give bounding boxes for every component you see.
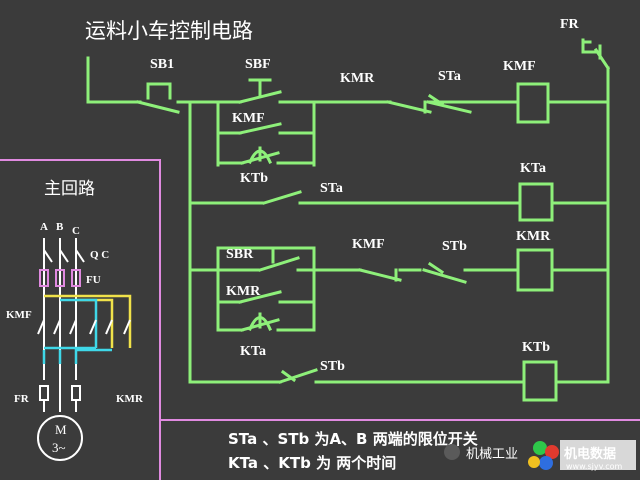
- ktb-timed-contact: [240, 146, 280, 165]
- label-sta-1: STa: [438, 69, 461, 84]
- label-b: B: [56, 221, 64, 233]
- fr-overload-contact: [581, 40, 611, 71]
- watermark-text: 机械工业: [466, 447, 518, 462]
- label-kmf-2: KMF: [352, 237, 385, 252]
- label-kmr-hold: KMR: [226, 284, 261, 299]
- label-fu: FU: [86, 274, 101, 286]
- kmf-coil: [516, 82, 550, 124]
- watermark: 机械工业 机电数据 www.sjyv.com: [444, 440, 636, 471]
- stb-limit-switch: [422, 261, 467, 284]
- logo-dot-red: [545, 445, 559, 459]
- kmr-reversing-wiring: [44, 294, 132, 348]
- sbr-pushbutton: [258, 246, 300, 272]
- stb-no-contact: [278, 368, 318, 384]
- kmr-hold-contact: [238, 290, 282, 304]
- kmf-main-contacts: [37, 319, 77, 335]
- label-kta-1: KTa: [240, 344, 266, 359]
- kmr-main-contacts: [89, 319, 131, 335]
- logo-dot-green: [533, 441, 547, 455]
- sb1-pushbutton: [136, 82, 180, 114]
- crossover: [44, 346, 112, 352]
- sta-no-contact: [262, 190, 302, 205]
- label-kmf-main: KMF: [6, 309, 32, 321]
- watermark-url: www.sjyv.com: [566, 462, 623, 471]
- phase-lines: [43, 238, 85, 380]
- label-sbf: SBF: [245, 57, 271, 72]
- label-kmr-1: KMR: [340, 71, 375, 86]
- main-circuit-border: [0, 159, 161, 480]
- label-kmr-main: KMR: [116, 393, 144, 405]
- label-ktb-1: KTb: [240, 171, 268, 186]
- label-fr-main: FR: [14, 393, 30, 405]
- note-line-1: STa 、STb 为A、B 两端的限位开关: [228, 430, 478, 448]
- kmr-nc-contact: [386, 100, 432, 114]
- label-stb-1: STb: [442, 239, 467, 254]
- kta-timed-contact: [240, 312, 280, 332]
- watermark-logo: 机电数据: [564, 446, 616, 462]
- label-stb-2: STb: [320, 359, 345, 374]
- logo-dot-blue: [539, 456, 553, 470]
- kmf-hold-contact: [238, 122, 282, 135]
- kmf-nc-contact-2: [358, 268, 402, 282]
- motor-label-3: 3~: [52, 440, 66, 455]
- label-kta-coil: KTa: [520, 161, 546, 176]
- label-kmf-coil: KMF: [503, 59, 536, 74]
- main-circuit-title: 主回路: [44, 179, 95, 199]
- kmr-coil: [516, 248, 554, 292]
- diagram-title: 运料小车控制电路: [85, 19, 253, 43]
- motor: [37, 415, 83, 461]
- label-a: A: [40, 221, 48, 233]
- kta-coil: [518, 182, 554, 222]
- label-kmr-coil: KMR: [516, 229, 551, 244]
- sbf-pushbutton: [238, 78, 282, 104]
- sta-limit-switch: [426, 93, 472, 114]
- fr-thermal-relay: [39, 380, 81, 412]
- label-kmf-hold: KMF: [232, 111, 265, 126]
- fuses: [39, 269, 81, 287]
- label-ktb-coil: KTb: [522, 340, 550, 355]
- note-line-2: KTa 、KTb 为 两个时间: [228, 454, 396, 472]
- label-qc: Q C: [90, 249, 109, 261]
- label-sb1: SB1: [150, 57, 174, 72]
- motor-label-m: M: [55, 422, 67, 437]
- label-c: C: [72, 225, 80, 237]
- ktb-coil: [522, 360, 558, 402]
- logo-dot-yellow: [528, 456, 540, 468]
- kmr-cross-wiring: [42, 298, 98, 364]
- label-fr-top: FR: [560, 17, 580, 32]
- label-sta-2: STa: [320, 181, 343, 196]
- label-sbr: SBR: [226, 247, 254, 262]
